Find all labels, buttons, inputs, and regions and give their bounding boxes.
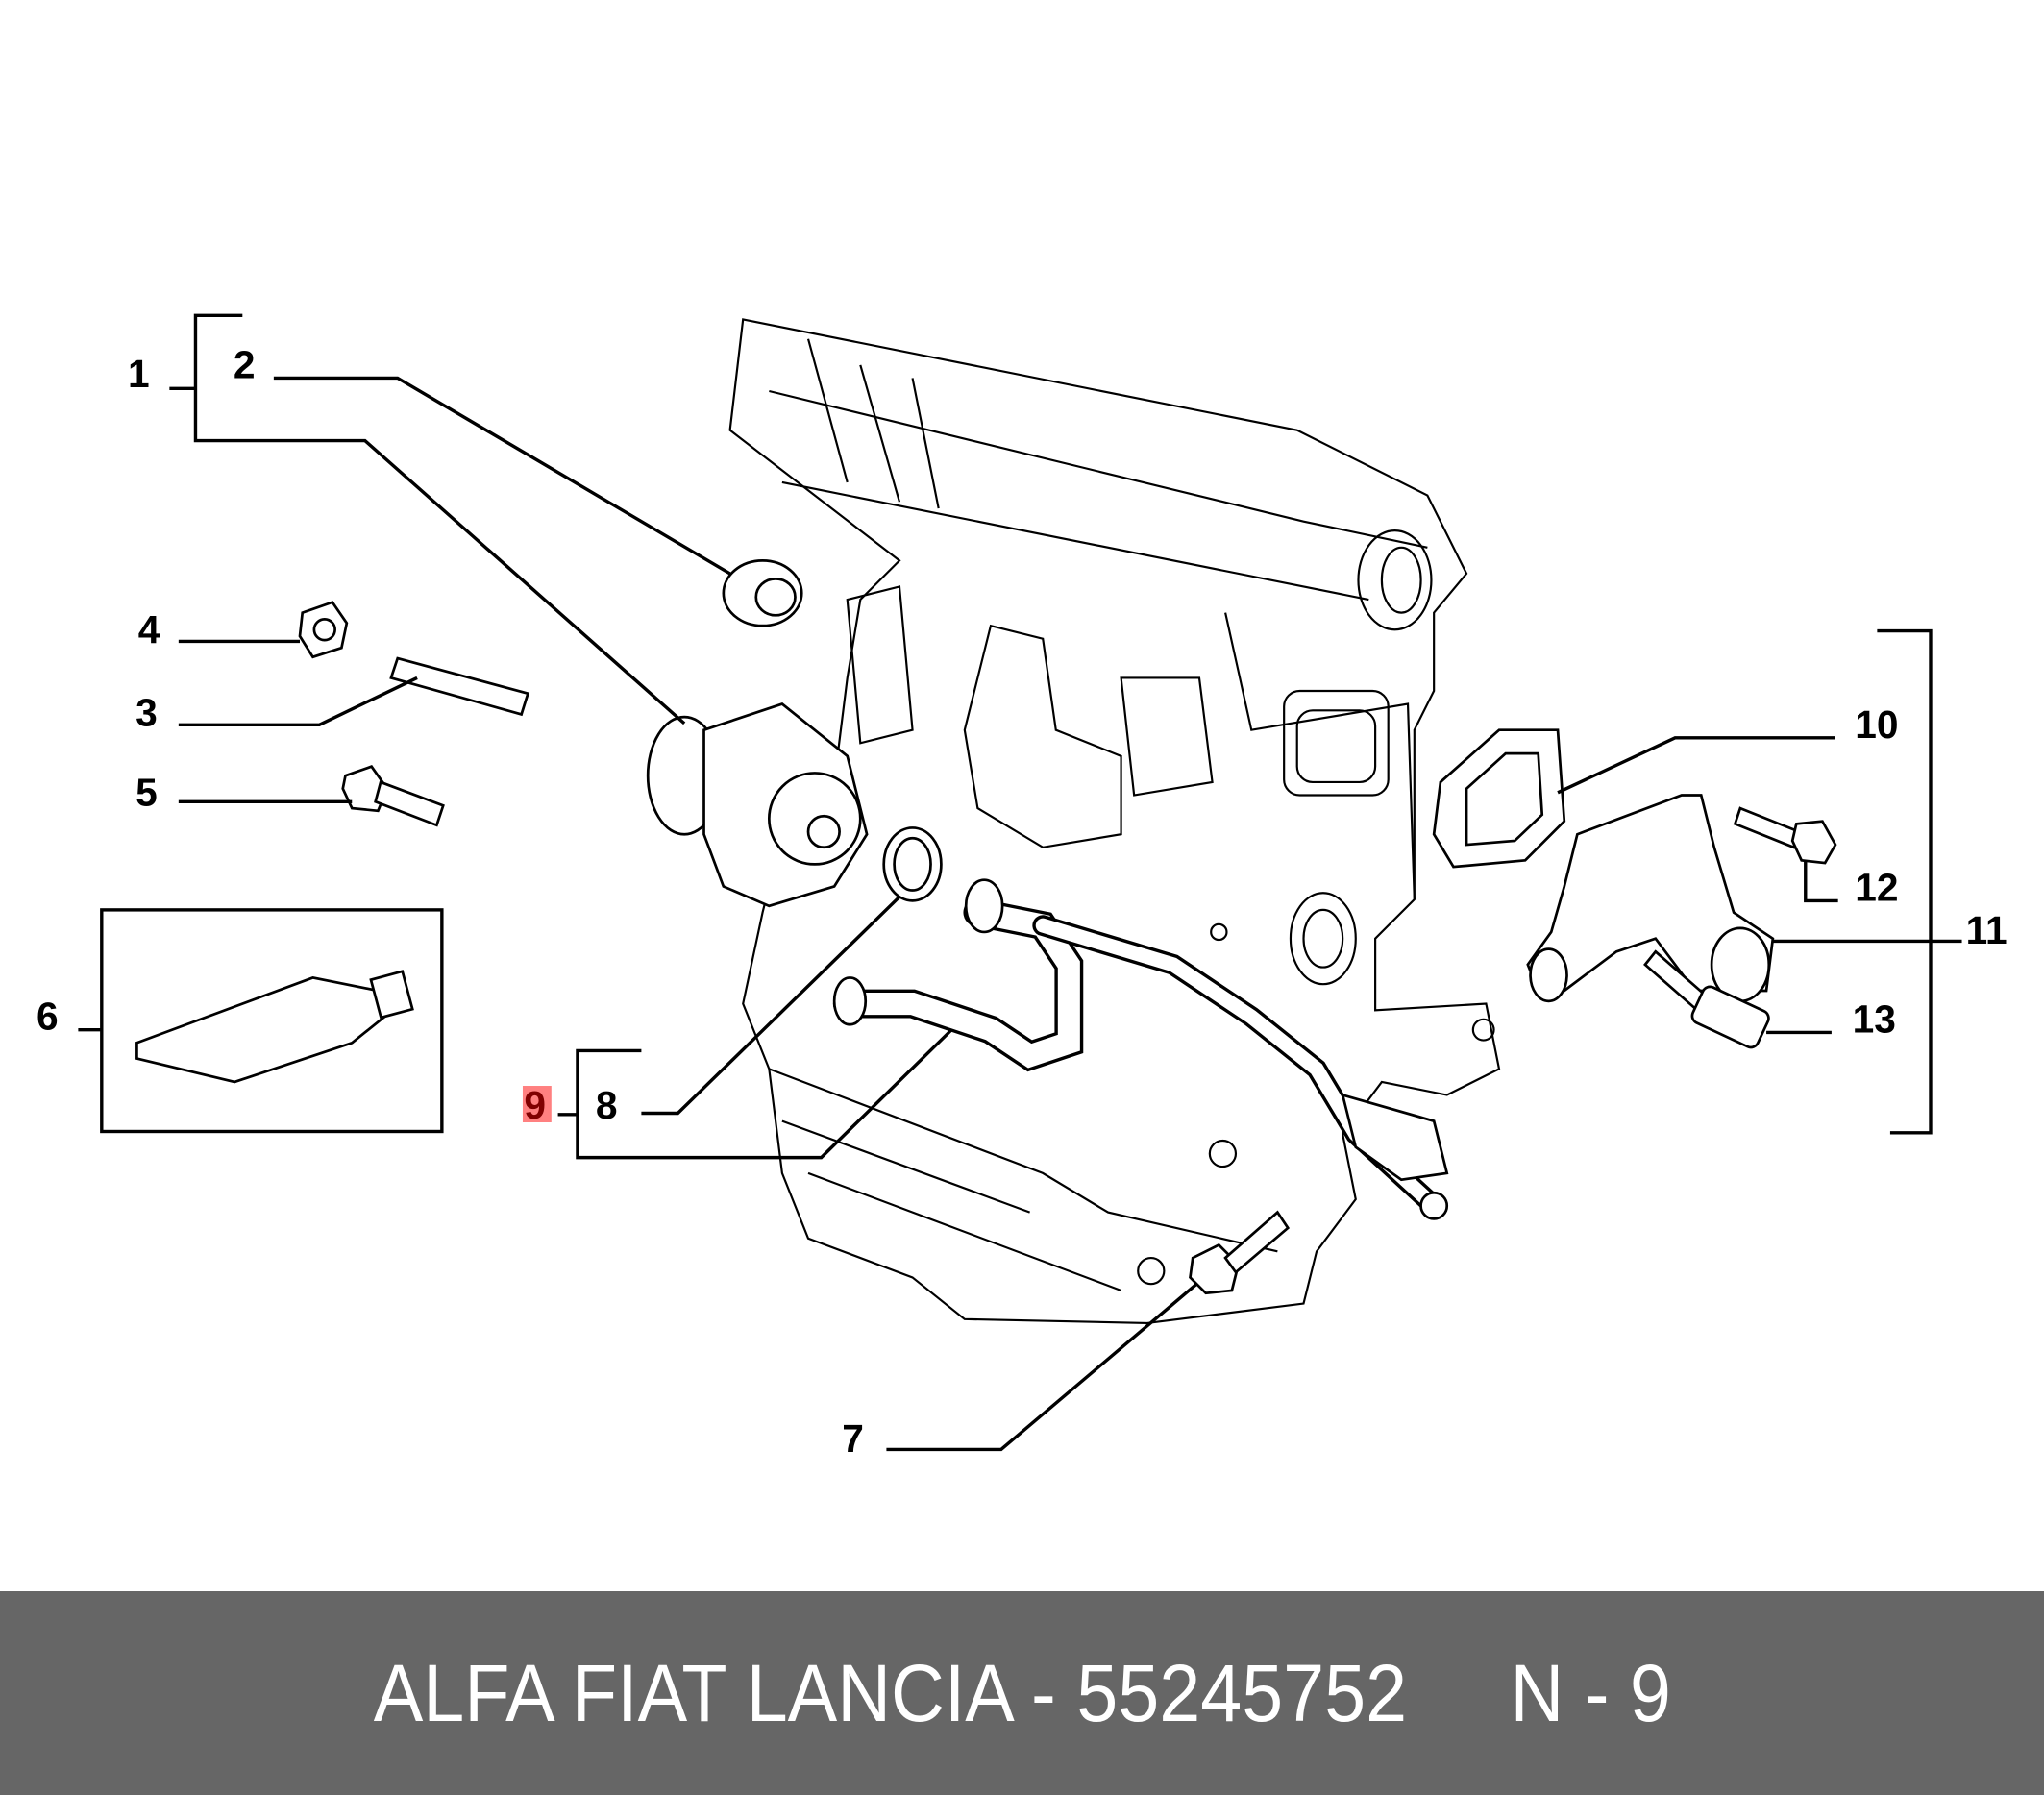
- sealant-box: [100, 908, 444, 1134]
- callout-6: 6: [37, 995, 59, 1039]
- callout-5: 5: [135, 770, 158, 814]
- callout-13: 13: [1853, 996, 1896, 1041]
- part-number-banner: ALFA FIAT LANCIA - 55245752 N - 9: [0, 1591, 2044, 1795]
- bolt-12-drawing: [1733, 806, 1837, 865]
- leader-lines: [78, 313, 1962, 1452]
- callout-9-highlight: [522, 1086, 552, 1122]
- temperature-sensor-drawing: [1643, 949, 1770, 1049]
- bolt-5-drawing: [341, 765, 445, 827]
- pulley-bushing-drawing: [722, 558, 803, 627]
- callout-9: 9: [524, 1083, 546, 1127]
- callout-3: 3: [135, 691, 158, 735]
- bolt-7-drawing: [1189, 1210, 1291, 1295]
- callout-8: 8: [596, 1083, 618, 1127]
- seal-ring-drawing: [882, 826, 943, 902]
- thermostat-housing-drawing: [1526, 794, 1775, 1003]
- nut-drawing: [298, 601, 349, 659]
- banner-text: ALFA FIAT LANCIA - 55245752 N - 9: [373, 1647, 1671, 1738]
- gasket-drawing: [1432, 728, 1566, 869]
- stud-drawing: [389, 656, 530, 717]
- callout-11: 11: [1966, 908, 2007, 952]
- callout-12: 12: [1855, 865, 1898, 909]
- callout-10: 10: [1855, 702, 1898, 747]
- callout-2: 2: [234, 342, 256, 386]
- callout-7: 7: [842, 1416, 864, 1461]
- callout-1: 1: [128, 352, 150, 396]
- water-pump-drawing: [646, 702, 869, 908]
- engine-block-drawing: [728, 318, 1501, 1324]
- coolant-pipe-drawing: [832, 878, 1449, 1220]
- sealant-tube-drawing: [100, 908, 444, 1134]
- callout-4: 4: [138, 607, 160, 652]
